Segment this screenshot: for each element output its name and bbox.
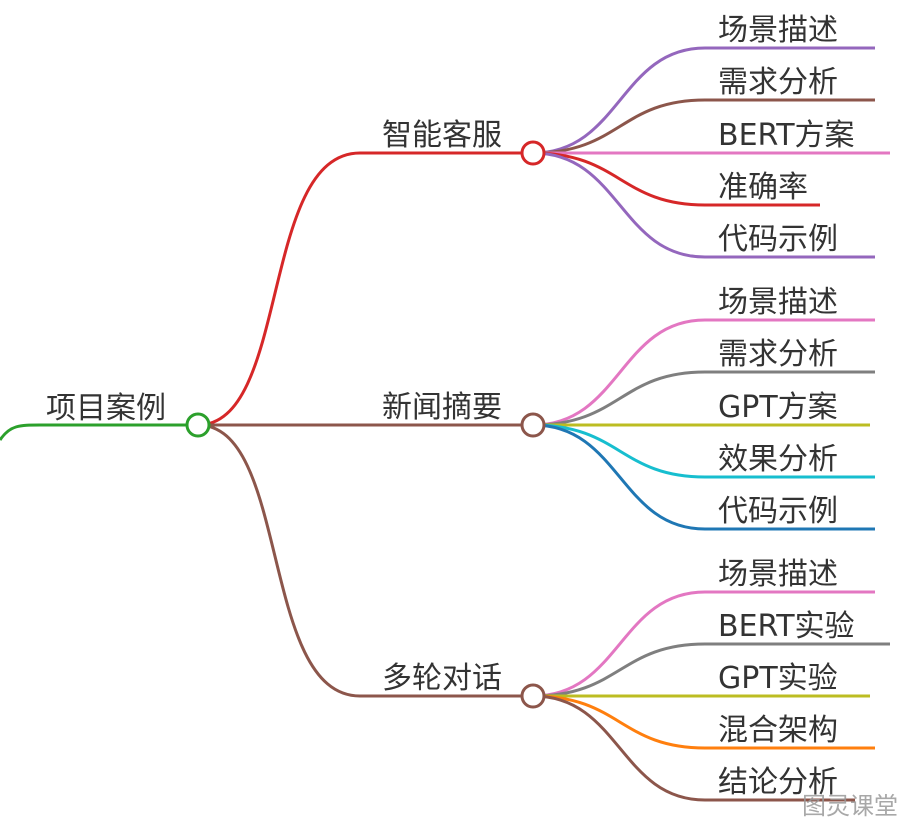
edge-leaf-0-0 [532,46,875,155]
branch-node-circle-2[interactable] [520,683,546,709]
watermark-text: 图灵课堂 [802,792,898,820]
edge-leaf-2-0 [532,590,875,698]
edge-branch-0 [197,151,533,427]
edge-leaf-1-0 [532,318,875,427]
edge-leaf-2-1 [532,642,890,698]
root-incoming-edge [0,423,198,441]
leaf-label-1-4[interactable]: 代码示例 [718,494,838,529]
root-label[interactable]: 项目案例 [46,391,166,426]
leaf-label-1-0[interactable]: 场景描述 [718,285,838,320]
branch-label-1[interactable]: 新闻摘要 [382,390,502,425]
leaf-label-2-4[interactable]: 结论分析 [718,765,838,800]
leaf-label-1-1[interactable]: 需求分析 [718,337,838,372]
branch-label-0[interactable]: 智能客服 [382,118,502,153]
edge-leaf-0-1 [532,98,875,155]
leaf-label-0-0[interactable]: 场景描述 [718,13,838,48]
root-node-circle[interactable] [185,412,211,438]
edge-leaf-1-3 [532,423,875,479]
edge-leaf-0-3 [532,151,820,207]
edge-leaf-2-3 [532,694,875,750]
leaf-label-0-1[interactable]: 需求分析 [718,65,838,100]
leaf-label-0-2[interactable]: BERT方案 [718,118,855,153]
leaf-label-0-4[interactable]: 代码示例 [718,222,838,257]
branch-label-2[interactable]: 多轮对话 [382,661,502,696]
edge-leaf-2-4 [532,694,855,802]
branch-node-circle-1[interactable] [520,412,546,438]
branch-node-circle-0[interactable] [520,140,546,166]
edge-branch-2 [197,423,533,698]
leaf-label-2-0[interactable]: 场景描述 [718,557,838,592]
edge-leaf-1-1 [532,370,875,427]
leaf-label-1-2[interactable]: GPT方案 [718,390,838,425]
leaf-label-2-2[interactable]: GPT实验 [718,661,838,696]
leaf-label-1-3[interactable]: 效果分析 [718,442,838,477]
edge-leaf-1-4 [532,423,875,531]
leaf-label-0-3[interactable]: 准确率 [718,170,808,205]
leaf-label-2-1[interactable]: BERT实验 [718,609,855,644]
edge-leaf-0-4 [532,151,875,259]
leaf-label-2-3[interactable]: 混合架构 [718,713,838,748]
